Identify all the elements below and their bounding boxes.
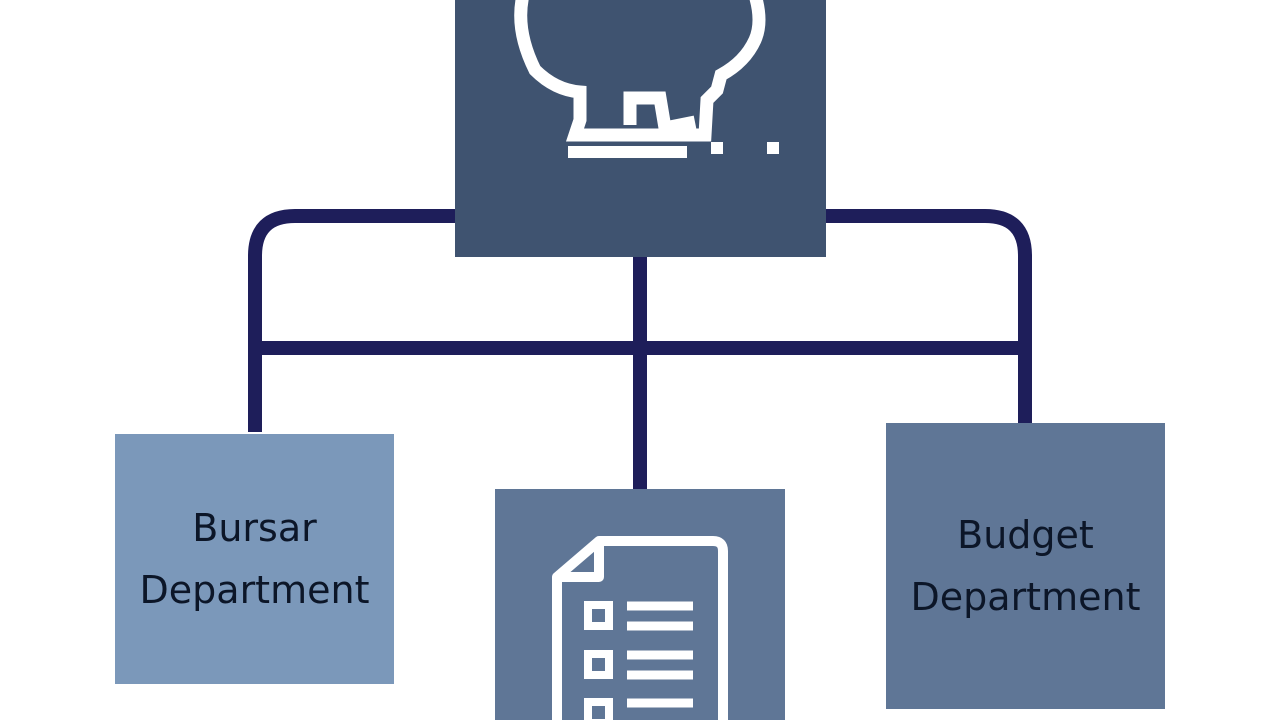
budget-department-box: Budget Department bbox=[886, 423, 1165, 709]
connector-top-left bbox=[248, 209, 455, 432]
budget-department-label: Budget Department bbox=[910, 513, 1141, 619]
document-checklist-icon bbox=[552, 536, 728, 720]
bursar-department-label: Bursar Department bbox=[139, 506, 370, 612]
connector-top-right bbox=[826, 209, 1032, 423]
lightbulb-icon bbox=[514, 0, 779, 158]
bursar-department-box: Bursar Department bbox=[115, 434, 394, 684]
top-node-box bbox=[455, 0, 826, 257]
document-node-box bbox=[495, 489, 785, 720]
